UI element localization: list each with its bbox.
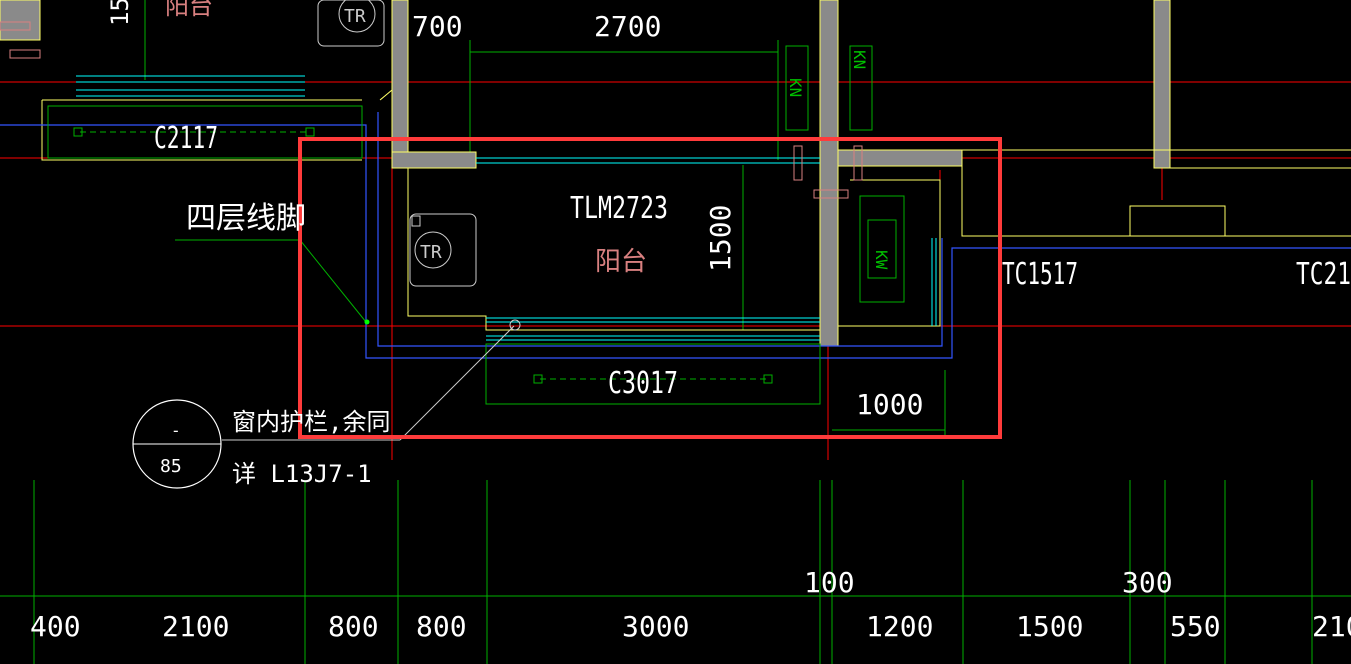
dim-bottom-1500: 1500 — [1016, 610, 1083, 643]
washer-symbol-1 — [409, 213, 477, 287]
dim-bottom-1200: 1200 — [866, 610, 933, 643]
bubble-top-label: - — [171, 421, 181, 440]
room-name-label: 阳台 — [595, 247, 647, 277]
window-c2117-label: C2117 — [154, 121, 218, 156]
window-c3017-label: C3017 — [608, 366, 678, 401]
bubble-bottom-label: 85 — [160, 456, 182, 477]
leader-dot — [509, 319, 521, 331]
pipe-markers — [0, 21, 863, 199]
dim-bottom-3000: 3000 — [622, 610, 689, 643]
outline-blue — [0, 112, 1351, 359]
dim-bottom-550: 550 — [1170, 610, 1221, 643]
dim-bottom-800b: 800 — [416, 610, 467, 643]
detail-ref-label: 详 L13J7-1 — [232, 460, 372, 488]
railing-note-label: 窗内护栏,余同 — [232, 408, 390, 436]
dim-small-100: 100 — [804, 566, 855, 599]
kn-tag-2: KN — [850, 50, 869, 69]
highlight-box[interactable] — [298, 137, 1002, 439]
dim-bottom-right-1000: 1000 — [856, 388, 923, 421]
dim-top-700: 700 — [412, 10, 463, 43]
washer-symbol-2 — [317, 0, 385, 47]
window-tc21-label: TC21 — [1296, 257, 1351, 292]
dim-bottom-800a: 800 — [328, 610, 379, 643]
detail-bubble — [132, 399, 222, 489]
room-name-top-label: 阳台 — [165, 0, 213, 20]
tr-tag-2: TR — [344, 6, 366, 27]
note-dot — [364, 319, 370, 325]
equipment-boxes — [785, 45, 905, 303]
glazing-lines — [76, 75, 937, 341]
floor-note-label: 四层线脚 — [186, 201, 306, 236]
kn-tag-1: KN — [786, 78, 805, 97]
kw-tag: KW — [872, 250, 891, 270]
dim-room-height: 1500 — [704, 205, 737, 272]
dim-bottom-400: 400 — [30, 610, 81, 643]
door-code-label: TLM2723 — [570, 191, 668, 226]
tr-tag-1: TR — [420, 242, 442, 263]
dim-small-300: 300 — [1122, 566, 1173, 599]
dim-bottom-2100: 2100 — [162, 610, 229, 643]
dim-bottom-210: 210 — [1312, 610, 1351, 643]
dim-top-2700: 2700 — [594, 10, 661, 43]
leader-line — [399, 325, 515, 441]
window-tc1517-label: TC1517 — [1002, 257, 1078, 292]
window-outlines — [47, 105, 821, 405]
dim-left-partial: 150 — [106, 0, 134, 26]
walls — [0, 0, 1351, 347]
